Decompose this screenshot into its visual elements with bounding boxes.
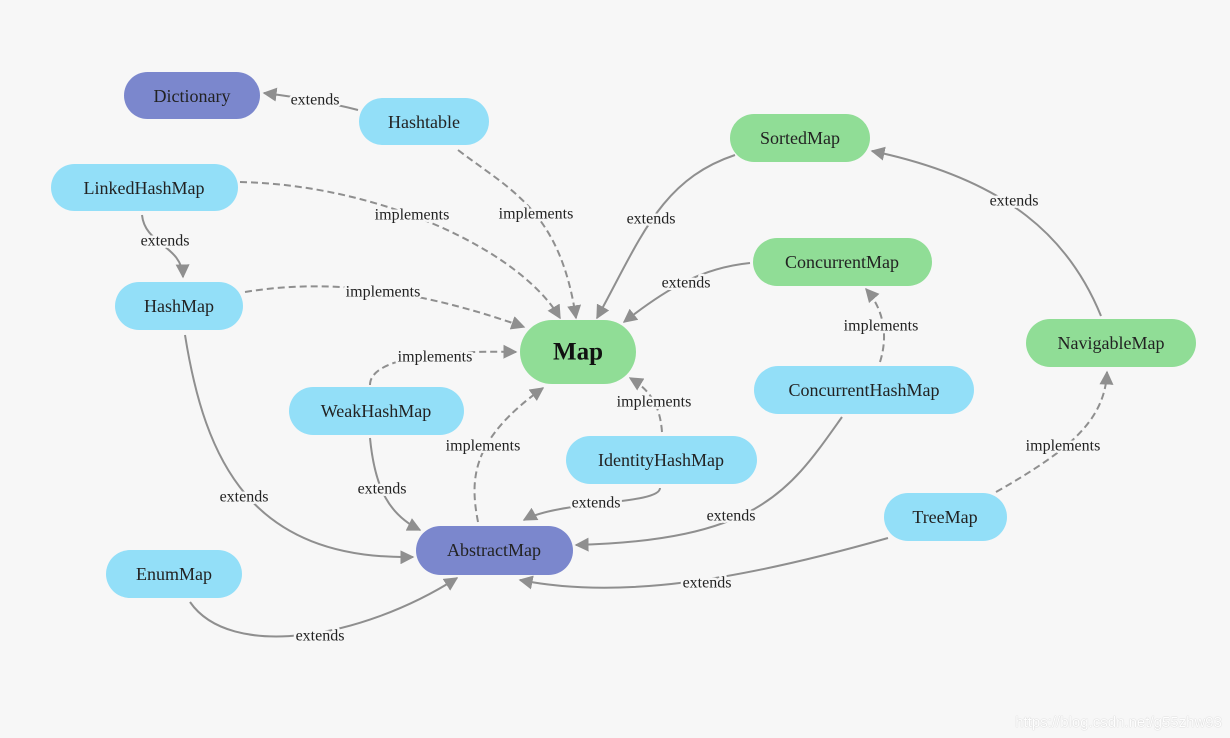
node-label-map: Map: [553, 339, 603, 366]
node-label-treemap: TreeMap: [912, 507, 977, 527]
node-label-enummap: EnumMap: [136, 564, 212, 584]
edge-label-concurrenthashmap-abstractmap: extends: [707, 508, 756, 525]
edge-hashtable-dictionary: [262, 87, 359, 111]
edge-label-linkedhashmap-hashmap: extends: [141, 233, 190, 250]
node-label-dictionary: Dictionary: [154, 86, 231, 106]
node-abstractmap[interactable]: AbstractMap: [416, 526, 573, 575]
edge-enummap-abstractmap: [189, 577, 459, 638]
node-sortedmap[interactable]: SortedMap: [730, 114, 870, 162]
node-hashtable[interactable]: Hashtable: [359, 98, 489, 145]
node-identityhashmap[interactable]: IdentityHashMap: [566, 436, 757, 484]
edge-concurrenthashmap-concurrentmap: [865, 287, 886, 363]
edge-label-weakhashmap-map: implements: [398, 349, 473, 366]
node-label-linkedhashmap: LinkedHashMap: [84, 178, 205, 198]
edge-linkedhashmap-hashmap: [141, 214, 190, 279]
edge-linkedhashmap-map: [239, 181, 561, 320]
edge-hashmap-map: [244, 285, 526, 330]
edge-label-weakhashmap-abstractmap: extends: [358, 481, 407, 498]
edge-label-treemap-abstractmap: extends: [683, 575, 732, 592]
edges: extends implements implements extends im…: [138, 87, 1114, 647]
node-label-concurrentmap: ConcurrentMap: [785, 252, 899, 272]
edge-label-identityhashmap-map: implements: [617, 394, 692, 411]
edge-label-identityhashmap-abstractmap: extends: [572, 495, 621, 512]
edge-label-hashmap-abstractmap: extends: [220, 489, 269, 506]
edge-hashtable-map: [457, 149, 582, 320]
edge-treemap-abstractmap: [518, 537, 889, 590]
edge-navigablemap-sortedmap: [870, 146, 1102, 317]
edge-label-linkedhashmap-map: implements: [375, 207, 450, 224]
edge-label-treemap-navigablemap: implements: [1026, 438, 1101, 455]
node-treemap[interactable]: TreeMap: [884, 493, 1007, 541]
edge-sortedmap-map: [596, 154, 736, 320]
nodes: Dictionary Hashtable SortedMap LinkedHas…: [51, 72, 1196, 598]
node-label-identityhashmap: IdentityHashMap: [598, 450, 724, 470]
edge-treemap-navigablemap: [995, 370, 1114, 493]
watermark-text: https://blog.csdn.net/g55zhw93: [1015, 714, 1222, 731]
node-dictionary[interactable]: Dictionary: [124, 72, 260, 119]
node-concurrenthashmap[interactable]: ConcurrentHashMap: [754, 366, 974, 414]
edge-label-hashtable-map: implements: [499, 206, 574, 223]
edge-concurrentmap-map: [622, 262, 751, 323]
edge-label-concurrentmap-map: extends: [662, 275, 711, 292]
edge-identityhashmap-map: [628, 377, 663, 433]
node-label-abstractmap: AbstractMap: [447, 540, 541, 560]
node-concurrentmap[interactable]: ConcurrentMap: [753, 238, 932, 286]
edge-label-abstractmap-map: implements: [446, 438, 521, 455]
edge-hashmap-abstractmap: [184, 334, 415, 565]
node-map[interactable]: Map: [520, 320, 636, 384]
edge-abstractmap-map: [473, 387, 545, 523]
node-navigablemap[interactable]: NavigableMap: [1026, 319, 1196, 367]
node-label-hashtable: Hashtable: [388, 112, 460, 132]
node-label-sortedmap: SortedMap: [760, 128, 840, 148]
edge-identityhashmap-abstractmap: [522, 487, 661, 521]
node-label-concurrenthashmap: ConcurrentHashMap: [789, 380, 940, 400]
edge-label-enummap-abstractmap: extends: [296, 628, 345, 645]
edge-label-sortedmap-map: extends: [627, 211, 676, 228]
node-label-hashmap: HashMap: [144, 296, 214, 316]
node-weakhashmap[interactable]: WeakHashMap: [289, 387, 464, 435]
node-enummap[interactable]: EnumMap: [106, 550, 242, 598]
edge-label-navigablemap-sortedmap: extends: [990, 193, 1039, 210]
node-label-weakhashmap: WeakHashMap: [321, 401, 432, 421]
edge-concurrenthashmap-abstractmap: [574, 416, 843, 552]
edge-weakhashmap-abstractmap: [369, 437, 422, 531]
node-hashmap[interactable]: HashMap: [115, 282, 243, 330]
node-linkedhashmap[interactable]: LinkedHashMap: [51, 164, 238, 211]
node-label-navigablemap: NavigableMap: [1058, 333, 1165, 353]
edge-label-hashtable-dictionary: extends: [291, 92, 340, 109]
edge-label-hashmap-map: implements: [346, 284, 421, 301]
edge-label-concurrenthashmap-concurrentmap: implements: [844, 318, 919, 335]
